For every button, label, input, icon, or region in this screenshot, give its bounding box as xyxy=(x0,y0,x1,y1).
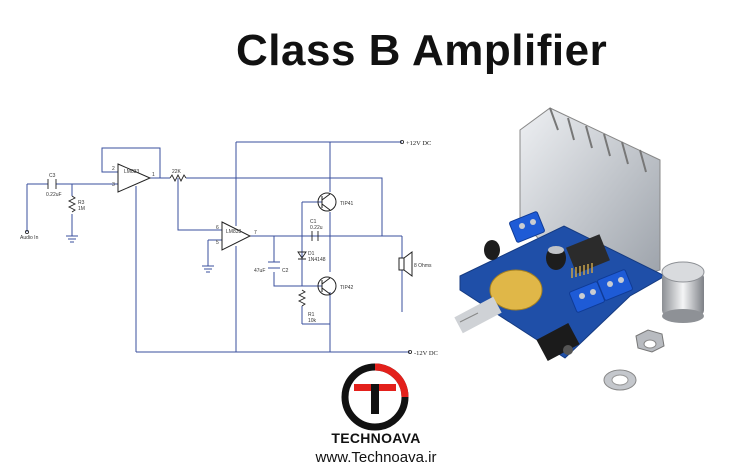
label-d1: D1 xyxy=(308,251,315,257)
resistor-r1 xyxy=(297,289,307,307)
transistor-q1 xyxy=(317,192,337,212)
label-r1-value: 10k xyxy=(308,318,317,324)
label-q1: TIP41 xyxy=(340,201,354,207)
brand-name: TECHNOAVA xyxy=(331,430,421,446)
capacitor-icon xyxy=(484,240,566,270)
label-c1: C1 xyxy=(310,219,317,225)
schematic-diagram: +12V DC -12V DC Audio In C3 0.22uF R3 1M… xyxy=(20,139,438,357)
label-pin-7: 7 xyxy=(254,230,257,236)
washer-icon xyxy=(603,369,637,391)
speaker-icon xyxy=(398,251,413,277)
label-speaker: 8 Ohms xyxy=(414,263,432,269)
resistor-r3 xyxy=(67,195,77,213)
label-audio-in: Audio In xyxy=(20,235,39,241)
label-resistor-22k: 22K xyxy=(172,169,182,175)
label-r1: R1 xyxy=(308,312,315,318)
label-c1-value: 0.22u xyxy=(310,225,323,231)
label-d1-value: 1N4148 xyxy=(308,257,326,263)
label-r3-value: 1M xyxy=(78,206,85,212)
technoava-logo xyxy=(341,363,409,431)
pcb-icon xyxy=(459,225,667,359)
transistor-q2 xyxy=(317,276,337,296)
audio-jack-icon xyxy=(536,322,580,362)
label-c3: C3 xyxy=(49,173,56,179)
label-pin-3: 3 xyxy=(112,182,115,188)
label-pin-2: 2 xyxy=(112,166,115,172)
label-pin-5: 5 xyxy=(216,240,219,246)
amplifier-board-photo xyxy=(454,107,705,391)
label-c2-value: 47uF xyxy=(254,268,265,274)
page-title: Class B Amplifier xyxy=(236,26,608,75)
opamp-2 xyxy=(221,221,252,251)
label-c3-value: 0.22uF xyxy=(46,192,62,198)
capacitor-c1 xyxy=(311,231,319,241)
label-pin-1: 1 xyxy=(152,172,155,178)
label-r3: R3 xyxy=(78,200,85,206)
label-c2: C2 xyxy=(282,268,289,274)
knob-icon xyxy=(661,261,705,323)
label-supply-negative: -12V DC xyxy=(414,350,438,357)
label-q2: TIP42 xyxy=(340,285,354,291)
diode-d1 xyxy=(297,251,307,260)
label-supply-positive: +12V DC xyxy=(406,140,431,147)
input-terminal xyxy=(24,229,29,234)
label-opamp-2: LM833 xyxy=(226,229,242,235)
brand-url[interactable]: www.Technoava.ir xyxy=(315,449,437,466)
terminal-block-icon xyxy=(509,211,633,313)
label-pin-6: 6 xyxy=(216,225,219,231)
capacitor-c3 xyxy=(47,179,57,189)
potentiometer-icon xyxy=(454,269,543,334)
hex-nut-icon xyxy=(635,329,665,353)
opamp-1 xyxy=(117,163,152,193)
label-opamp-1: LM833 xyxy=(124,169,140,175)
resistor-22k xyxy=(169,173,187,183)
